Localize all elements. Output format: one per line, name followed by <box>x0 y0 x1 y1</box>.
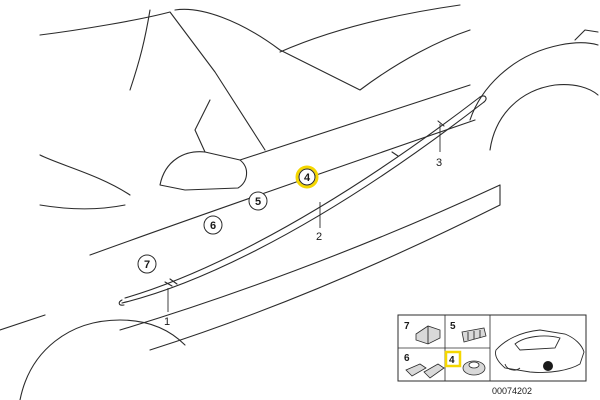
clip-part-6a-icon <box>405 363 427 377</box>
roof-line-outline <box>279 4 461 53</box>
grommet-part-4-hole <box>468 361 480 369</box>
location-marker-dot <box>543 361 553 371</box>
car-thumbnail-outline <box>495 329 585 373</box>
rocker-panel-lower-outline <box>149 204 501 351</box>
callout-label-2: 2 <box>316 231 322 243</box>
a-pillar-outline <box>129 9 151 91</box>
inset-label-7: 7 <box>404 321 410 332</box>
callout-label-5: 5 <box>255 196 261 208</box>
side-mirror-outline <box>159 151 248 191</box>
car-thumbnail-wheel-front <box>504 363 521 371</box>
inset-4-highlight-box <box>444 350 462 368</box>
callout-label-3: 3 <box>436 157 442 169</box>
moulding-segment-mark-1 <box>164 278 178 287</box>
moulding-segment-mark-2 <box>391 151 399 157</box>
front-bumper-outline <box>0 314 46 331</box>
moulding-front-end-cap <box>118 299 125 306</box>
rear-wheel-arch-outline <box>469 42 599 121</box>
mirror-stem-outline <box>194 99 211 153</box>
callout-4-circle <box>298 168 316 186</box>
windshield-frame-outline <box>39 11 266 151</box>
callout-label-4: 4 <box>304 172 311 184</box>
door-belt-line-outline <box>89 119 476 256</box>
clip-part-6b-icon <box>423 363 445 379</box>
roof-front-outline <box>174 8 471 91</box>
hood-line-outline <box>39 154 131 196</box>
callout-6-circle <box>203 215 223 235</box>
callout-5-circle <box>248 191 268 211</box>
rocker-panel-outline <box>119 184 501 331</box>
rear-fender-inner-outline <box>489 84 599 151</box>
callout-label-7: 7 <box>144 259 150 271</box>
inset-label-5: 5 <box>450 321 456 332</box>
door-top-edge-outline <box>239 84 471 161</box>
callout-label-1: 1 <box>164 316 170 328</box>
car-thumbnail-roof <box>514 335 561 351</box>
side-moulding-strip-top <box>124 96 481 299</box>
moulding-segment-mark-3 <box>437 120 445 127</box>
callout-7-circle <box>137 254 157 274</box>
rear-arch-detail-outline <box>574 29 599 41</box>
inset-label-4: 4 <box>449 355 455 366</box>
retainer-part-5-detail <box>467 330 481 340</box>
callout-label-6: 6 <box>210 220 216 232</box>
fender-top-outline <box>39 204 126 210</box>
inset-label-6: 6 <box>404 353 410 364</box>
front-wheel-arch-outline <box>19 319 186 400</box>
side-moulding-strip-bottom <box>121 101 485 304</box>
moulding-rear-end-cap <box>479 95 487 103</box>
callout-4-highlight-ring <box>295 165 319 189</box>
diagram-code: 00074202 <box>492 386 532 396</box>
